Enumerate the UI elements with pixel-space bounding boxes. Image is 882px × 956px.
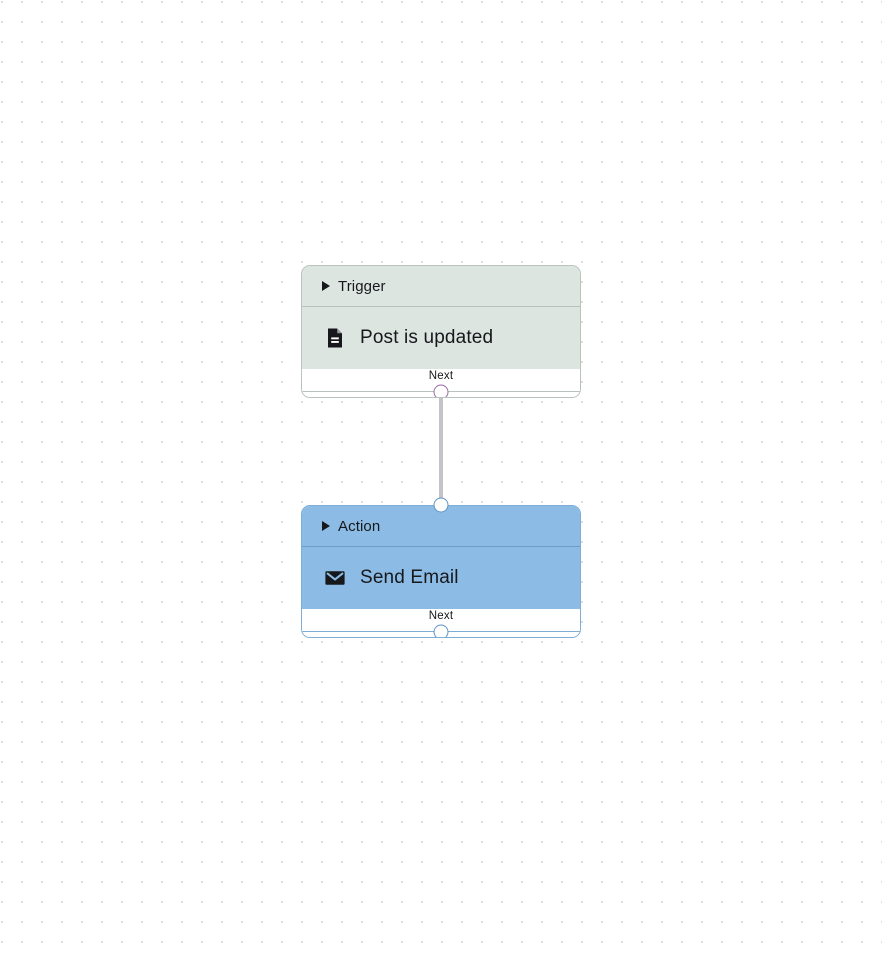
node-action-body: Action Send Email Next — [301, 505, 581, 638]
node-trigger[interactable]: Trigger Post is updated Next — [301, 265, 581, 398]
node-trigger-output-port[interactable] — [433, 384, 449, 397]
node-trigger-body: Trigger Post is updated Next — [301, 265, 581, 398]
node-trigger-divider — [302, 306, 580, 307]
node-action-header-label: Action — [338, 517, 381, 535]
node-action-header[interactable]: Action — [302, 506, 580, 546]
node-action-next-label: Next — [428, 610, 454, 622]
envelope-icon — [322, 565, 348, 591]
chevron-right-icon[interactable] — [322, 521, 330, 531]
edge-trigger-to-action[interactable] — [439, 396, 443, 506]
node-action[interactable]: Action Send Email Next — [301, 497, 581, 638]
chevron-right-icon[interactable] — [322, 281, 330, 291]
node-trigger-header-label: Trigger — [338, 277, 386, 295]
node-trigger-next-label: Next — [428, 370, 454, 382]
node-trigger-content[interactable]: Post is updated — [302, 307, 580, 369]
document-icon — [322, 325, 348, 351]
node-action-next-row: Next — [302, 609, 580, 637]
node-action-content[interactable]: Send Email — [302, 547, 580, 609]
node-action-input-port[interactable] — [433, 497, 449, 513]
node-action-divider — [302, 546, 580, 547]
node-trigger-title: Post is updated — [360, 327, 494, 348]
node-action-title: Send Email — [360, 567, 459, 588]
node-trigger-header[interactable]: Trigger — [302, 266, 580, 306]
node-trigger-next-row: Next — [302, 369, 580, 397]
node-action-output-port[interactable] — [433, 624, 449, 637]
